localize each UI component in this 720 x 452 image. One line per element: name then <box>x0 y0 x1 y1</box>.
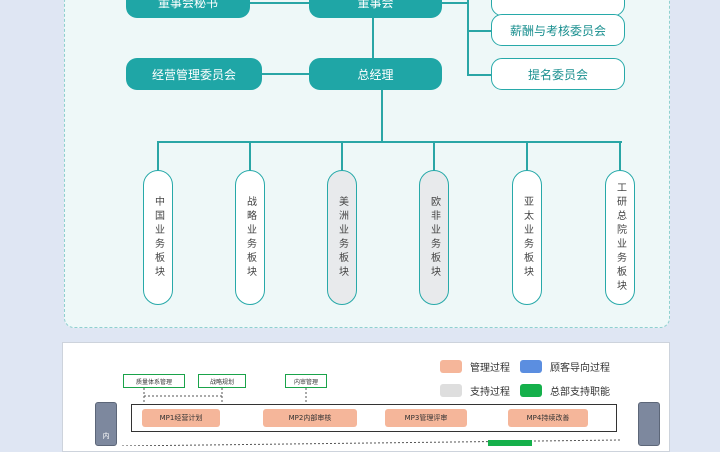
board-label: 董事会 <box>357 0 394 10</box>
mp2-box: MP2内部审核 <box>263 409 357 427</box>
mp1-box: MP1经营计划 <box>142 409 220 427</box>
committee-nom-label: 提名委员会 <box>527 67 588 82</box>
connector-committee-nom <box>467 74 491 76</box>
connector-seg-6 <box>619 141 621 171</box>
segment-strategic-label: 战略业务板块 <box>244 195 256 280</box>
connector-committee-spine <box>467 0 469 75</box>
segment-americas-label: 美洲业务板块 <box>336 195 348 280</box>
gm-label: 总经理 <box>357 67 394 82</box>
board-box: 董事会 <box>309 0 442 18</box>
connector-segments-bus <box>157 141 622 143</box>
connector-mgmt-gm <box>262 73 310 75</box>
side-bar-right <box>638 402 660 446</box>
segment-research-label: 工研总院业务板块 <box>614 181 626 294</box>
legend-hq-swatch <box>520 384 542 397</box>
green-bar-bottom <box>488 440 532 446</box>
legend-customer-swatch <box>520 360 542 373</box>
legend-mgmt: 管理过程 <box>440 359 510 374</box>
mgmt-committee-box: 经营管理委员会 <box>126 58 262 90</box>
mgmt-committee-label: 经营管理委员会 <box>151 67 236 82</box>
mp3-box: MP3管理评审 <box>385 409 467 427</box>
connector-secretary-board <box>250 2 310 4</box>
strategy-planning-box: 战略规划 <box>198 374 246 388</box>
legend-hq-label: 总部支持职能 <box>550 387 610 398</box>
connector-seg-5 <box>526 141 528 171</box>
legend-hq: 总部支持职能 <box>520 383 610 398</box>
connector-board-committees <box>442 2 468 4</box>
segment-strategic: 战略业务板块 <box>235 170 265 305</box>
segment-americas: 美洲业务板块 <box>327 170 357 305</box>
connector-committee-comp <box>467 30 491 32</box>
internal-audit-mgmt-label: 内审管理 <box>293 378 318 386</box>
legend-customer: 顾客导向过程 <box>520 359 610 374</box>
gm-box: 总经理 <box>309 58 442 90</box>
segment-china-label: 中国业务板块 <box>152 195 164 280</box>
secretary-label: 董事会秘书 <box>157 0 218 10</box>
committee-nom-box: 提名委员会 <box>491 58 625 90</box>
segment-europe-africa: 欧非业务板块 <box>419 170 449 305</box>
segment-research: 工研总院业务板块 <box>605 170 635 305</box>
connector-gm-segments <box>381 90 383 142</box>
legend-mgmt-label: 管理过程 <box>470 363 510 374</box>
legend-support-swatch <box>440 384 462 397</box>
mp1-label: MP1经营计划 <box>159 414 203 422</box>
mp4-label: MP4持续改善 <box>526 414 570 422</box>
side-bar-left-label: 内 <box>102 432 110 440</box>
legend-customer-label: 顾客导向过程 <box>550 363 610 374</box>
connector-seg-1 <box>157 141 159 171</box>
mp4-box: MP4持续改善 <box>508 409 588 427</box>
segment-apac: 亚太业务板块 <box>512 170 542 305</box>
legend-support-label: 支持过程 <box>470 387 510 398</box>
legend-support: 支持过程 <box>440 383 510 398</box>
segment-china: 中国业务板块 <box>143 170 173 305</box>
side-bar-left: 内 <box>95 402 117 446</box>
mp3-label: MP3管理评审 <box>404 414 448 422</box>
committee-comp-box: 薪酬与考核委员会 <box>491 14 625 46</box>
connector-seg-4 <box>433 141 435 171</box>
quality-system-box: 质量体系管理 <box>123 374 185 388</box>
secretary-box: 董事会秘书 <box>126 0 250 18</box>
connector-seg-2 <box>249 141 251 171</box>
strategy-planning-label: 战略规划 <box>209 378 234 386</box>
segment-apac-label: 亚太业务板块 <box>521 195 533 280</box>
internal-audit-mgmt-box: 内审管理 <box>285 374 327 388</box>
committee-comp-label: 薪酬与考核委员会 <box>509 23 606 38</box>
segment-europe-africa-label: 欧非业务板块 <box>428 195 440 280</box>
legend-mgmt-swatch <box>440 360 462 373</box>
mp2-label: MP2内部审核 <box>288 414 332 422</box>
process-panel <box>62 342 670 452</box>
connector-board-gm <box>372 6 374 60</box>
connector-seg-3 <box>341 141 343 171</box>
quality-system-label: 质量体系管理 <box>135 378 172 386</box>
